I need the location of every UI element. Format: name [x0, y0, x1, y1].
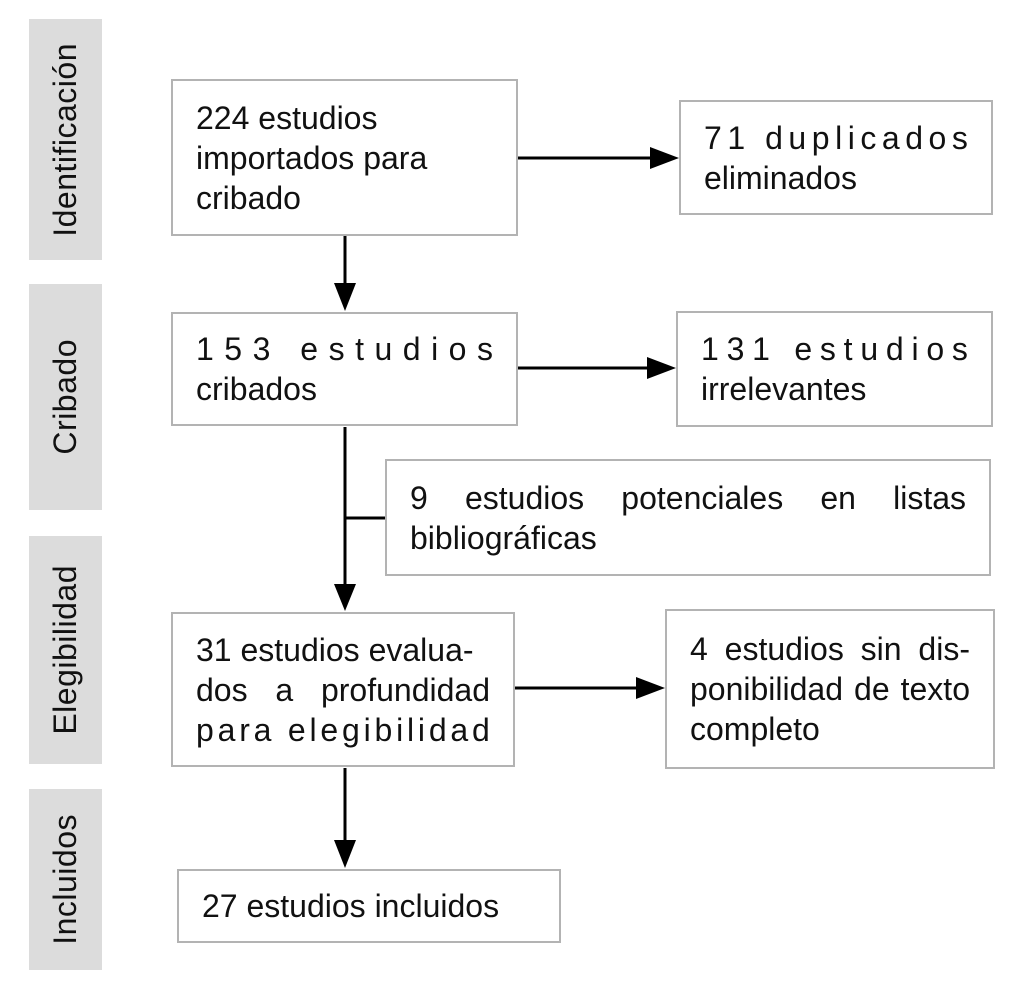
- arrow-assessed-to-no-fulltext: [515, 677, 665, 699]
- stage-identification: Identificación: [29, 19, 102, 260]
- text-line: 31 estudios evalua-: [196, 631, 474, 668]
- text-line: 224 estudios: [196, 99, 378, 136]
- text-line: completo: [690, 711, 820, 747]
- stage-identification-label: Identificación: [47, 42, 83, 237]
- stage-screening: Cribado: [29, 284, 102, 510]
- stage-eligibility: Elegibilidad: [29, 536, 102, 764]
- text-line: irrelevantes: [701, 371, 867, 407]
- arrow-assessed-to-included: [334, 768, 356, 868]
- text-line: 27 estudios incluidos: [202, 888, 500, 924]
- text-line: cribados: [196, 371, 317, 407]
- arrow-screened-to-irrelevant: [518, 357, 676, 379]
- text-line: cribado: [196, 179, 301, 216]
- stage-included: Incluidos: [29, 789, 102, 970]
- stage-eligibility-label: Elegibilidad: [47, 565, 83, 735]
- text-line: eliminados: [704, 159, 857, 196]
- arrow-imported-to-screened: [334, 236, 356, 311]
- stage-included-label: Incluidos: [47, 814, 83, 945]
- arrow-imported-to-duplicates: [518, 147, 679, 169]
- stage-screening-label: Cribado: [47, 339, 83, 455]
- arrow-screened-to-assessed: [334, 427, 356, 611]
- box-studies-included: 27 estudios incluidos: [177, 869, 561, 943]
- text-line: bibliográficas: [410, 519, 597, 556]
- text-line: importados para: [196, 139, 428, 176]
